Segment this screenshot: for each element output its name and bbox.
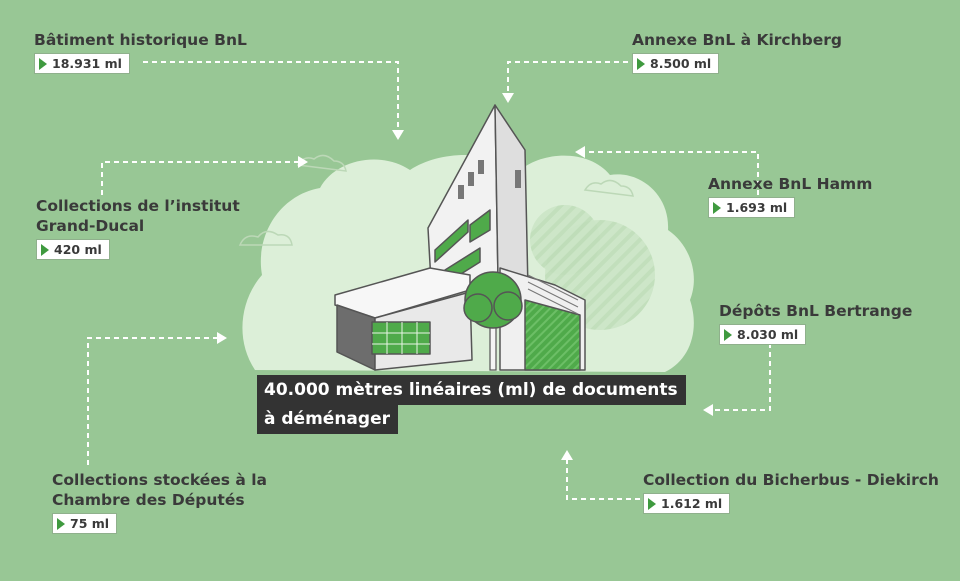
play-triangle-icon [724, 328, 732, 341]
arrowhead-icon [575, 146, 585, 158]
arrowhead-icon [392, 130, 404, 140]
play-triangle-icon [41, 243, 49, 256]
play-triangle-icon [648, 497, 656, 510]
source-value-badge: 8.030 ml [719, 324, 807, 345]
source-depots-bertrange: Dépôts BnL Bertrange 8.030 ml [719, 301, 912, 345]
source-value-badge: 18.931 ml [34, 53, 130, 74]
source-value: 75 ml [70, 516, 110, 531]
connectors [87, 61, 771, 500]
connector-batiment-historique [143, 61, 399, 128]
source-label: Collection du Bicherbus - Diekirch [643, 471, 939, 489]
source-value-badge: 420 ml [36, 239, 110, 260]
source-value: 8.500 ml [650, 56, 712, 71]
source-batiment-historique: Bâtiment historique BnL 18.931 ml [34, 30, 247, 74]
connector-chambre-deputes [87, 337, 217, 465]
connector-annexe-kirchberg [507, 61, 628, 93]
connector-institut-grand-ducal [101, 161, 298, 195]
source-bicherbus-diekirch: Collection du Bicherbus - Diekirch 1.612… [643, 470, 939, 514]
library-building [334, 104, 586, 371]
play-triangle-icon [637, 57, 645, 70]
source-label: Annexe BnL à Kirchberg [632, 31, 842, 49]
source-label: Bâtiment historique BnL [34, 31, 247, 49]
arrowhead-icon [561, 450, 573, 460]
arrowhead-icon [217, 332, 227, 344]
source-value-badge: 8.500 ml [632, 53, 720, 74]
source-label: Grand-Ducal [36, 217, 145, 235]
source-value-badge: 1.612 ml [643, 493, 731, 514]
source-value: 1.693 ml [726, 200, 788, 215]
source-chambre-deputes: Collections stockées à la Chambre des Dé… [52, 470, 267, 534]
source-label: Collections stockées à la [52, 471, 268, 489]
source-value: 18.931 ml [52, 56, 122, 71]
arrowhead-icon [703, 404, 713, 416]
connector-depots-bertrange [713, 343, 771, 411]
source-label: Annexe BnL Hamm [708, 175, 873, 193]
connector-arrowheads [217, 93, 713, 460]
source-value-badge: 1.693 ml [708, 197, 796, 218]
play-triangle-icon [39, 57, 47, 70]
total-callout: 40.000 mètres linéaires (ml) de document… [257, 375, 686, 434]
source-label: Dépôts BnL Bertrange [719, 302, 913, 320]
play-triangle-icon [713, 201, 721, 214]
arrowhead-icon [298, 156, 308, 168]
play-triangle-icon [57, 517, 65, 530]
connector-bicherbus-diekirch [566, 460, 640, 500]
source-annexe-kirchberg: Annexe BnL à Kirchberg 8.500 ml [632, 30, 842, 74]
arrowhead-icon [502, 93, 514, 103]
source-value: 1.612 ml [661, 496, 723, 511]
source-annexe-hamm: Annexe BnL Hamm 1.693 ml [708, 174, 872, 218]
tree [463, 271, 523, 371]
source-value: 420 ml [54, 242, 102, 257]
source-institut-grand-ducal: Collections de l’institut Grand-Ducal 42… [36, 196, 240, 260]
source-label: Chambre des Députés [52, 491, 245, 509]
source-value-badge: 75 ml [52, 513, 118, 534]
total-line-2: à déménager [257, 404, 398, 434]
source-label: Collections de l’institut [36, 197, 240, 215]
source-value: 8.030 ml [737, 327, 799, 342]
total-line-1: 40.000 mètres linéaires (ml) de document… [257, 375, 686, 405]
